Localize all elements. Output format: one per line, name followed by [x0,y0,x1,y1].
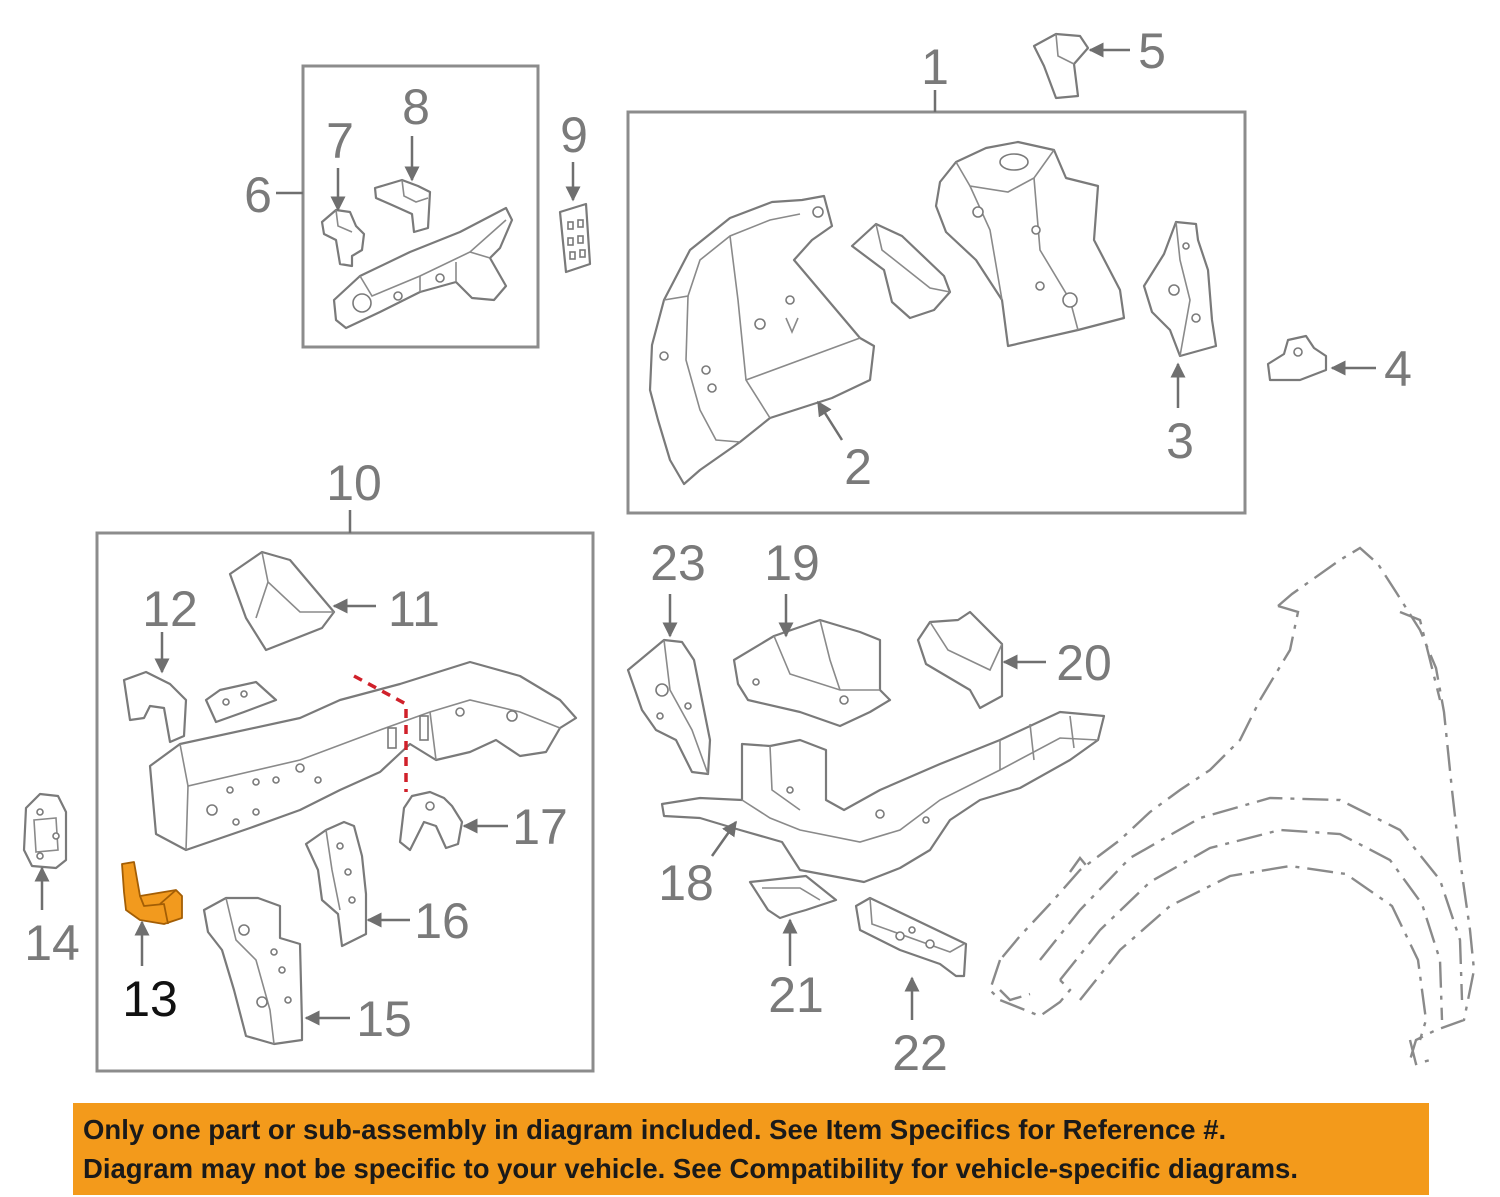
part-23-reinforcement [626,638,712,776]
part-22-bracket [854,896,968,978]
part-13-highlighted-bracket [121,861,183,925]
callout-6: 6 [244,167,272,223]
callout-3: 3 [1166,413,1194,469]
callout-4: 4 [1384,341,1412,397]
part-10-frame-rail [148,660,578,852]
callout-23: 23 [650,535,706,591]
callout-11: 11 [388,581,440,637]
callout-10: 10 [326,455,382,511]
part-shock-tower-brace [850,222,952,320]
callout-18: 18 [658,855,714,911]
disclaimer-line-2: Diagram may not be specific to your vehi… [83,1153,1298,1184]
fender-outline-reference [988,546,1476,1066]
part-9-plate [558,202,592,274]
callout-7: 7 [326,113,354,169]
callout-22: 22 [892,1025,948,1081]
part-11-bracket [228,550,336,652]
callout-12: 12 [142,581,198,637]
callout-15: 15 [356,991,412,1047]
part-15-reinforcement [202,896,304,1046]
part-18-rail-extension [660,710,1106,884]
callout-19: 19 [764,535,820,591]
part-small-bracket [204,680,278,724]
callout-5: 5 [1138,23,1166,79]
group-box-10 [95,531,595,1073]
part-4-bracket [1266,334,1328,382]
callout-13: 13 [122,971,178,1027]
part-12-bracket [122,670,188,744]
part-20-bracket [916,610,1004,710]
part-5-bracket [1032,32,1090,100]
part-14-plate [22,792,68,870]
callout-9: 9 [560,107,588,163]
callout-16: 16 [414,893,470,949]
callout-1: 1 [921,39,949,95]
callout-17: 17 [512,799,568,855]
callout-20: 20 [1056,635,1112,691]
group-box-6 [301,64,540,349]
part-shock-tower [934,140,1126,348]
part-16-reinforcement [304,820,368,948]
part-8-bracket [373,178,432,234]
part-21-bracket [748,874,838,920]
callout-2: 2 [844,439,872,495]
callout-8: 8 [402,79,430,135]
section-cut-line [353,674,408,792]
part-2-wheelhouse-panel [648,194,876,486]
part-19-bracket [732,618,892,728]
part-17-bracket [398,790,464,852]
part-3-reinforcement [1142,220,1218,358]
part-7-bracket [320,208,366,268]
callout-21: 21 [768,967,824,1023]
disclaimer-banner: Only one part or sub-assembly in diagram… [73,1103,1429,1195]
callout-labels: 1 2 3 4 5 6 7 8 9 10 11 12 13 14 15 16 1… [24,23,1412,1081]
part-6-rail-assembly [332,206,514,330]
group-box-1 [626,110,1247,515]
leader-lines [34,42,1376,1026]
disclaimer-line-1: Only one part or sub-assembly in diagram… [83,1114,1227,1145]
callout-14: 14 [24,915,80,971]
